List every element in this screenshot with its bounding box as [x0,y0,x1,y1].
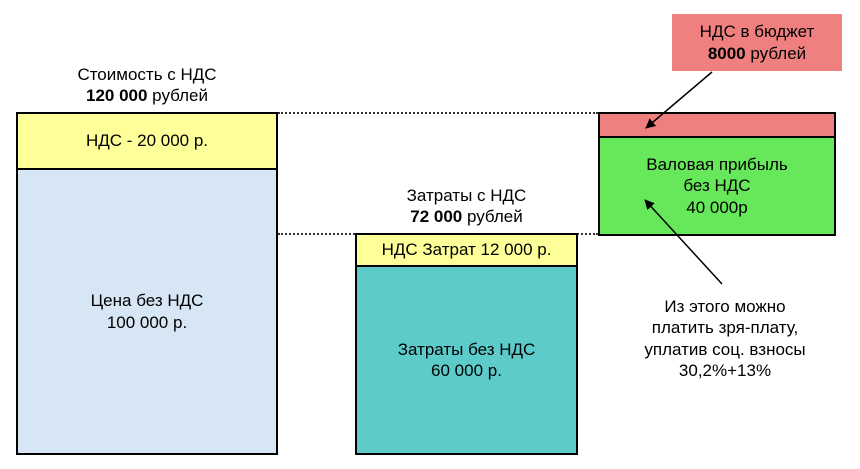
middle-caption-amount: 72 000 [410,207,463,227]
gross-profit-amount: 40 000р [686,197,748,217]
budget-vat-bar [598,112,836,138]
cost-without-vat-box: Затраты без НДС 60 000 р. [355,265,578,455]
cost-without-vat-title: Затраты без НДС [397,339,536,359]
left-vat-label: НДС - 20 000 р. [85,131,209,151]
gross-profit-title: Валовая прибыль [646,155,788,175]
price-without-vat-title: Цена без НДС [90,291,204,311]
profit-note-line-2: платить зря-плату, [651,318,799,338]
top-guide-line [278,112,598,114]
left-caption-title: Стоимость с НДС [77,65,217,84]
left-caption: Стоимость с НДС 120 000 рублей [16,64,278,107]
left-caption-unit: рублей [147,86,208,106]
profit-note-line-1: Из этого можно [664,297,786,316]
profit-note: Из этого можно платить зря-плату, уплати… [612,296,838,381]
middle-caption: Затраты с НДС 72 000 рублей [355,185,578,228]
price-without-vat-box: Цена без НДС 100 000 р. [16,168,278,455]
cost-without-vat-amount: 60 000 р. [431,361,502,380]
cost-vat-label: НДС Затрат 12 000 р. [381,240,552,260]
profit-note-line-4: 30,2%+13% [678,360,772,380]
price-without-vat-amount: 100 000 р. [106,312,188,332]
vat-to-budget-amount: 8000 [707,43,746,63]
vat-to-budget-title: НДС в бюджет [699,22,815,42]
middle-caption-unit: рублей [462,207,523,227]
vat-to-budget-unit: рублей [745,43,807,63]
left-caption-amount: 120 000 [86,86,148,106]
middle-caption-title: Затраты с НДС [406,186,527,205]
left-vat-box: НДС - 20 000 р. [16,112,278,170]
gross-profit-subtitle: без НДС [683,176,751,196]
vat-to-budget-box: НДС в бюджет 8000 рублей [672,14,842,71]
cost-vat-box: НДС Затрат 12 000 р. [355,233,578,267]
profit-note-line-3: уплатив соц. взносы [644,339,806,359]
gross-profit-box: Валовая прибыль без НДС 40 000р [598,136,836,236]
